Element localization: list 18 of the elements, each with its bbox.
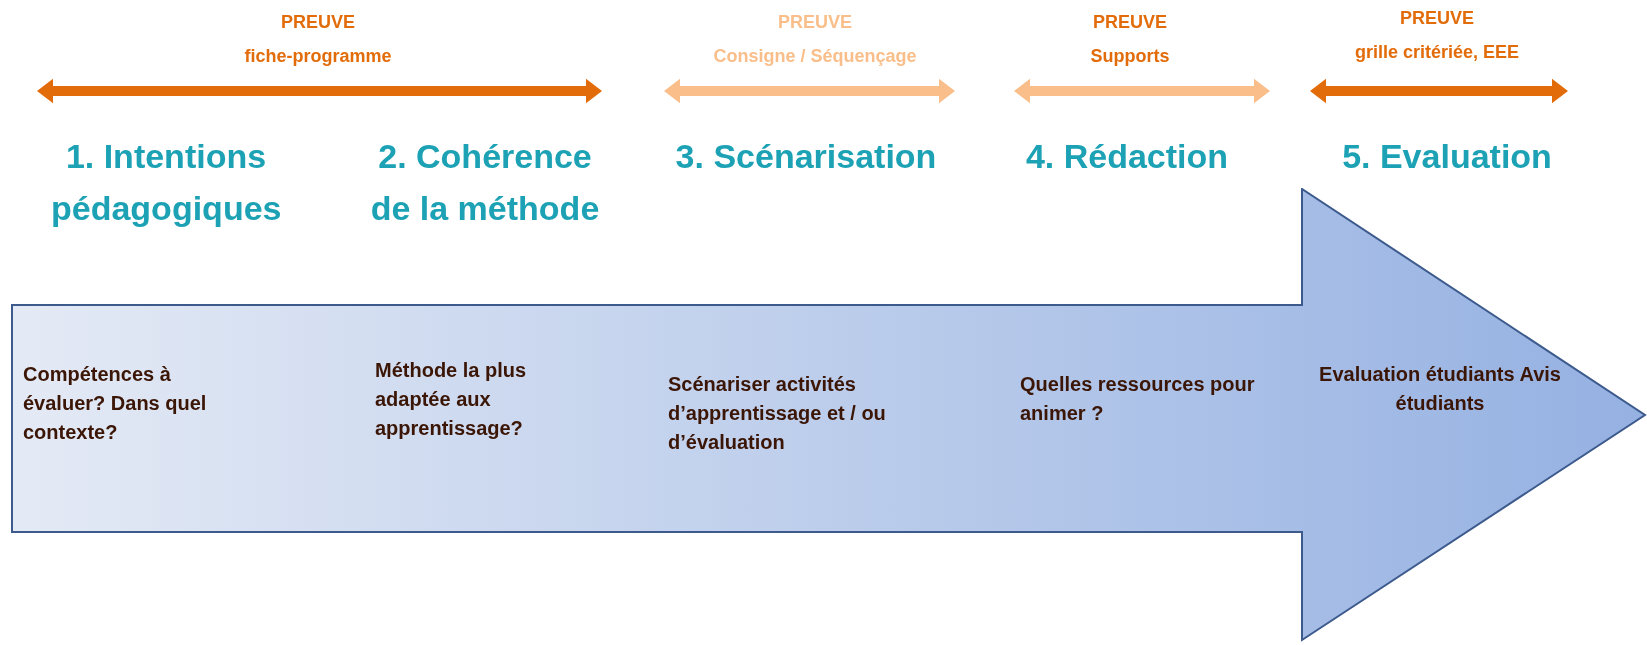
evidence-detail: grille critériée, EEE — [1354, 41, 1520, 64]
evidence-title: PREUVE — [1400, 7, 1474, 30]
evidence-detail: Consigne / Séquençage — [713, 45, 917, 68]
step-heading: 3. Scénarisation — [675, 136, 937, 177]
evidence-title: PREUVE — [778, 11, 852, 34]
step-description: Quelles ressources pour animer ? — [1020, 372, 1256, 426]
evidence-detail: fiche-programme — [244, 45, 392, 68]
step-description: Evaluation étudiants Avis étudiants — [1318, 362, 1562, 416]
step-heading: 1. Intentions pédagogiques — [51, 136, 281, 229]
step-description: Compétences à évaluer? Dans quel contexte? — [23, 362, 208, 445]
step-heading: 5. Evaluation — [1342, 136, 1552, 177]
evidence-detail: Supports — [1090, 45, 1170, 68]
step-heading: 2. Cohérence de la méthode — [369, 136, 601, 229]
step-description: Scénariser activités d’apprentissage et / ou d’évaluation — [668, 372, 887, 455]
step-description: Méthode la plus adaptée aux apprentissage? — [375, 358, 528, 441]
evidence-title: PREUVE — [281, 11, 355, 34]
evidence-title: PREUVE — [1093, 11, 1167, 34]
step-heading: 4. Rédaction — [1025, 136, 1229, 177]
